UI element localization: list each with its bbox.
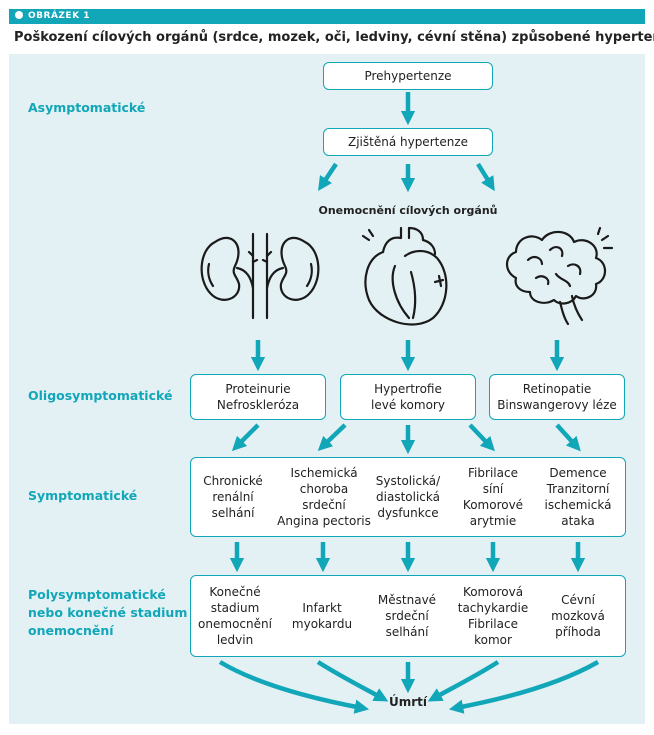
symptom-line: srdeční	[302, 498, 346, 512]
arrow-oligo-b-to-s	[555, 423, 581, 452]
prehypertension-box	[323, 62, 493, 90]
stage-poly-line-1: Polysymptomatické	[28, 587, 166, 602]
symptom-line: síní	[482, 482, 504, 496]
figure-badge: OBRÁZEK 1	[28, 11, 90, 21]
kidney-icon	[200, 232, 320, 320]
oligo-brain-box	[489, 374, 625, 420]
poly-line: onemocnění	[198, 617, 272, 631]
arrow-p1-death	[218, 660, 370, 714]
stage-symptomatic: Symptomatické	[28, 488, 138, 503]
poly-line: Cévní	[561, 593, 595, 607]
poly-line: tachykardie	[457, 601, 529, 615]
arrow-oligo-k-to-s	[231, 423, 260, 452]
stage-poly-line-3: onemocnění	[28, 623, 114, 638]
poly-line: stadium	[210, 601, 260, 615]
symptomatic-arrhythmia: Fibrilace síní Komorové arytmie	[452, 459, 534, 535]
oligo-brain: Retinopatie Binswangerovy léze	[489, 374, 625, 420]
poly-line: ledvin	[216, 633, 254, 647]
arrow-oligo-h-right	[468, 423, 495, 452]
symptom-line: dysfunkce	[377, 506, 439, 520]
symptom-line: ataka	[561, 514, 595, 528]
oligo-heart-line: Hypertrofie	[374, 382, 442, 396]
poly-line: selhání	[385, 625, 429, 639]
figure-header-bar: OBRÁZEK 1	[9, 9, 645, 24]
stage-polysymptomatic: Polysymptomatické nebo konečné stadium o…	[28, 586, 187, 640]
symptom-line: Demence	[549, 466, 607, 480]
symptomatic-dysfunction: Systolická/ diastolická dysfunkce	[368, 459, 448, 535]
symptom-line: choroba	[299, 482, 349, 496]
heart-icon	[361, 226, 448, 326]
poly-line: Konečné	[209, 585, 261, 599]
detected-hypertension-label: Zjištěná hypertenze	[347, 135, 469, 149]
arrow-detected-left	[318, 162, 338, 191]
oligo-brain-line: Retinopatie	[522, 382, 592, 396]
arrow-p5-death	[448, 660, 600, 714]
symptom-line: Angina pectoris	[277, 514, 371, 528]
poly-line: Fibrilace	[468, 617, 518, 631]
symptomatic-kidney: Chronické renální selhání	[192, 459, 274, 535]
poly-infarct: Infarkt myokardu	[280, 577, 364, 655]
oligo-brain-line: Binswangerovy léze	[497, 398, 617, 412]
oligo-kidney-line: Proteinurie	[225, 382, 291, 396]
header-dot-icon	[15, 11, 23, 19]
poly-line: mozková	[551, 609, 605, 623]
oligo-kidney-box	[190, 374, 326, 420]
poly-line: myokardu	[291, 617, 353, 631]
detected-hypertension-box	[323, 128, 493, 156]
symptom-line: arytmie	[469, 514, 517, 528]
symptom-line: Systolická/	[375, 474, 441, 488]
arrow-p4-death	[427, 660, 500, 702]
symptom-line: ischemická	[544, 498, 612, 512]
brain-icon	[505, 226, 614, 326]
oligo-kidney: Proteinurie Nefroskleróza	[190, 374, 326, 420]
poly-stroke: Cévní mozková příhoda	[536, 577, 620, 655]
symptom-line: Ischemická	[290, 466, 358, 480]
arrow-oligo-h-left	[317, 423, 347, 451]
poly-kidney: Konečné stadium onemocnění ledvin	[192, 577, 278, 655]
symptom-line: selhání	[211, 506, 255, 520]
poly-tachycardia: Komorová tachykardie Fibrilace komor	[450, 577, 536, 655]
symptom-line: Chronické	[203, 474, 263, 488]
symptom-line: renální	[212, 490, 254, 504]
figure-title: Poškození cílových orgánů (srdce, mozek,…	[14, 30, 654, 45]
stage-oligosymptomatic: Oligosymptomatické	[28, 388, 173, 403]
poly-line: komor	[474, 633, 512, 647]
poly-line: srdeční	[385, 609, 429, 623]
poly-line: Komorová	[462, 585, 524, 599]
symptomatic-box	[190, 457, 626, 537]
symptomatic-dementia: Demence Tranzitorní ischemická ataka	[536, 459, 620, 535]
prehypertension-label: Prehypertenze	[364, 69, 452, 83]
symptom-line: Fibrilace	[468, 466, 518, 480]
poly-line: Infarkt	[302, 601, 342, 615]
poly-line: Městnavé	[377, 593, 437, 607]
poly-box	[190, 575, 626, 657]
oligo-kidney-line: Nefroskleróza	[216, 398, 300, 412]
oligo-heart-box	[340, 374, 476, 420]
symptomatic-ischemic: Ischemická choroba srdeční Angina pector…	[276, 459, 372, 535]
arrow-p2-death	[316, 660, 389, 702]
oligo-heart: Hypertrofie levé komory	[340, 374, 476, 420]
oligo-heart-line: levé komory	[371, 398, 445, 412]
stage-asymptomatic: Asymptomatické	[28, 100, 146, 115]
symptom-line: Tranzitorní	[546, 482, 610, 496]
arrow-detected-right	[476, 162, 495, 192]
poly-line: příhoda	[555, 625, 601, 639]
symptom-line: Komorové	[462, 498, 524, 512]
symptom-line: diastolická	[376, 490, 440, 504]
poly-heart-failure: Městnavé srdeční selhání	[366, 577, 448, 655]
stage-poly-line-2: nebo konečné stadium	[28, 605, 188, 620]
death-label: Úmrtí	[388, 695, 427, 709]
organ-disease-label: Onemocnění cílových orgánů	[318, 204, 498, 217]
